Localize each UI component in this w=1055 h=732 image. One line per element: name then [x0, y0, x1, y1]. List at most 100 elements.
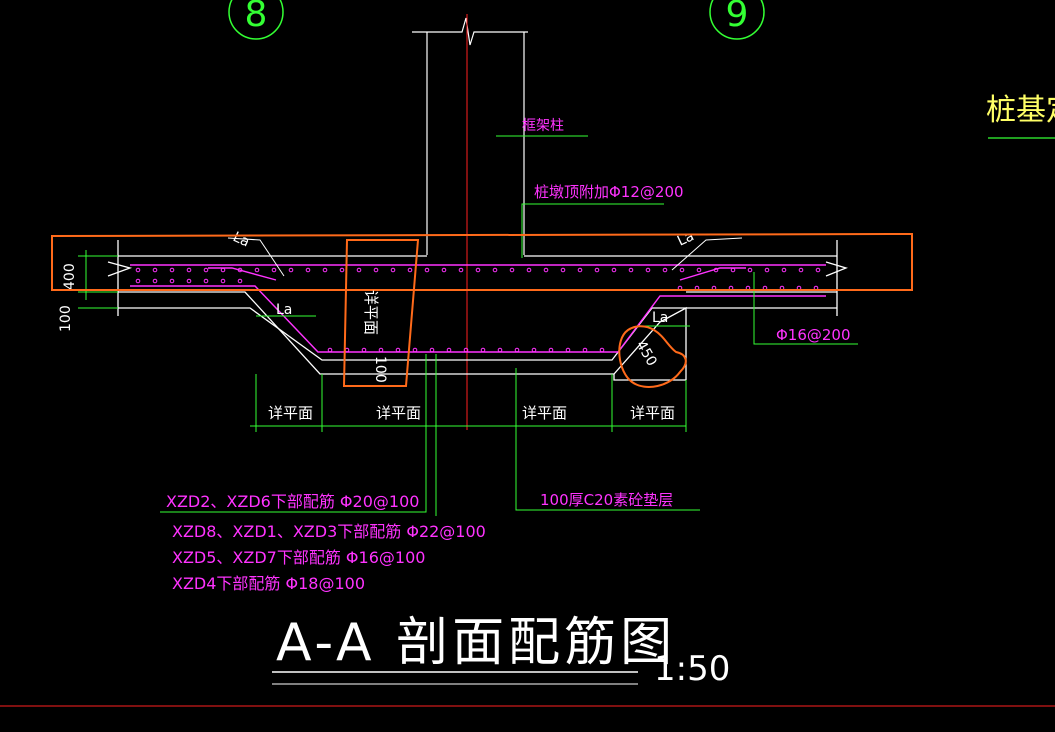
dim-thickness: 400: [62, 263, 78, 290]
rebar-dot: [254, 267, 260, 273]
frame-column: [412, 17, 528, 255]
rebar-dot: [599, 347, 605, 353]
anchor-marks: [227, 237, 743, 327]
rebar-dot: [135, 267, 141, 273]
plan-ref-3: 详平面: [522, 404, 567, 422]
anchor-label-4: La: [652, 310, 668, 326]
rebar-dot: [560, 267, 566, 273]
top-rebar-note: 桩墩顶附加Φ12@200: [534, 183, 684, 201]
rebar-dot: [237, 267, 243, 273]
stirrup-note: Φ16@200: [776, 326, 851, 344]
rebar-dot: [747, 267, 753, 273]
plan-ref-1: 详平面: [268, 404, 313, 422]
rebar-dot: [327, 347, 333, 353]
rebar-dot: [458, 267, 464, 273]
rebar-dot: [662, 267, 668, 273]
rebar-dot: [526, 267, 532, 273]
rebar-dot: [378, 347, 384, 353]
dim-bottom: 100: [58, 305, 74, 332]
rebar-dots: [135, 267, 821, 353]
rebar-dot: [582, 347, 588, 353]
rebar-dot: [220, 267, 226, 273]
anchor-label-1: La: [230, 229, 252, 250]
rebar-dot: [565, 347, 571, 353]
axis-bubble-9: 9: [709, 0, 765, 40]
rebar-dot: [424, 267, 430, 273]
rebar-dot: [169, 267, 175, 273]
rebar-dot: [361, 347, 367, 353]
rebar-dot: [679, 267, 685, 273]
rebar-dot: [815, 267, 821, 273]
rebar-dot: [764, 267, 770, 273]
cushion-note: 100厚C20素砼垫层: [540, 491, 673, 509]
rebar-dot: [441, 267, 447, 273]
rebar-dot: [645, 267, 651, 273]
dim-local-corner: 450: [633, 338, 660, 369]
rebar-dot: [628, 267, 634, 273]
rebar-dot: [395, 347, 401, 353]
rebar-dot: [373, 267, 379, 273]
rebar-dot: [305, 267, 311, 273]
rebar-dot: [730, 267, 736, 273]
rebar-dot: [543, 267, 549, 273]
rebar-dot: [390, 267, 396, 273]
side-title: 桩基定: [986, 93, 1055, 128]
rebar-dot: [696, 267, 702, 273]
bottom-rebar-note-2: XZD8、XZD1、XZD3下部配筋 Φ22@100: [172, 522, 486, 541]
rebar-dot: [463, 347, 469, 353]
bottom-rebar-note-4: XZD4下部配筋 Φ18@100: [172, 574, 365, 593]
rebar-dot: [169, 278, 175, 284]
rebar-dot: [577, 267, 583, 273]
rebar-lines: [130, 264, 826, 353]
drawing-title: A-A 剖面配筋图: [276, 613, 676, 673]
rebar-dot: [203, 267, 209, 273]
rebar-dot: [203, 278, 209, 284]
plan-dimension-line: [250, 374, 687, 432]
plan-ref-4: 详平面: [630, 404, 675, 422]
anchor-label-2: La: [675, 228, 697, 249]
orange-markups: [51, 232, 913, 388]
bottom-rebar-note-3: XZD5、XZD7下部配筋 Φ16@100: [172, 548, 425, 567]
rebar-dot: [356, 267, 362, 273]
rebar-dot: [446, 347, 452, 353]
rebar-dot: [412, 347, 418, 353]
rebar-dot: [531, 347, 537, 353]
rebar-dot: [497, 347, 503, 353]
rebar-dot: [514, 347, 520, 353]
rebar-dot: [798, 267, 804, 273]
detail-plan-label: 详平面: [362, 290, 380, 335]
rebar-dot: [135, 278, 141, 284]
rebar-dot: [271, 267, 277, 273]
anchor-label-3: La: [276, 302, 292, 318]
rebar-dot: [152, 267, 158, 273]
rebar-dot: [237, 278, 243, 284]
plan-ref-2: 详平面: [376, 404, 421, 422]
rebar-dot: [713, 267, 719, 273]
drawing-scale: 1:50: [654, 649, 730, 689]
rebar-dot: [339, 267, 345, 273]
stirrup-leader: [753, 272, 858, 345]
rebar-dot: [220, 278, 226, 284]
dim-section-inner: 100: [372, 356, 388, 383]
rebar-dot: [186, 278, 192, 284]
rebar-dot: [594, 267, 600, 273]
axis-label-left: 8: [245, 0, 268, 35]
column-label: 框架柱: [522, 118, 564, 134]
rebar-dot: [475, 267, 481, 273]
rebar-dot: [152, 278, 158, 284]
top-rebar-leader: [521, 203, 664, 258]
axis-bubble-8: 8: [228, 0, 284, 40]
rebar-dot: [407, 267, 413, 273]
rebar-dot: [288, 267, 294, 273]
rebar-dot: [186, 267, 192, 273]
thickness-dimension: [78, 250, 118, 309]
rebar-dot: [611, 267, 617, 273]
bottom-rebar-leader-1: [160, 354, 427, 513]
rebar-dot: [480, 347, 486, 353]
rebar-dot: [322, 267, 328, 273]
cushion-leader: [515, 368, 700, 511]
slab-outline: [107, 240, 848, 381]
rebar-dot: [509, 267, 515, 273]
rebar-dot: [781, 267, 787, 273]
